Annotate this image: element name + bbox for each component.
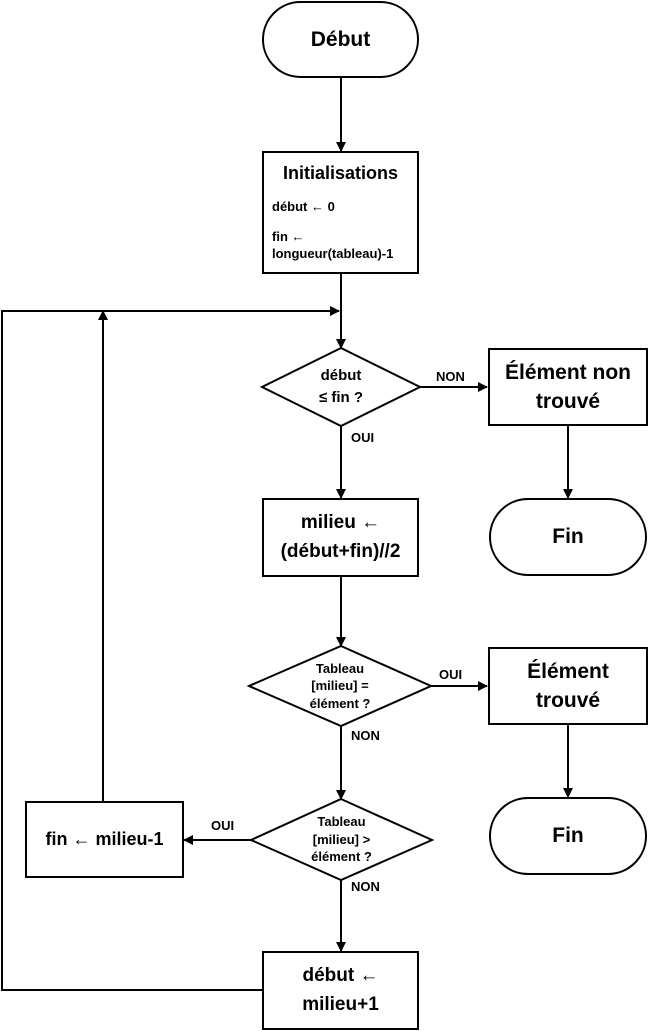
cond2-line3: élément ? [309, 695, 371, 711]
init-line-start: début ← 0 [272, 199, 335, 214]
edge-label-cond1-yes: OUI [351, 430, 375, 445]
cond1-line1: début [320, 367, 362, 385]
decision-cond3: Tableau [milieu] > élément ? [251, 799, 432, 880]
edge-label-cond3-yes: OUI [211, 818, 235, 833]
decision-cond1: début ≤ fin ? [262, 348, 420, 426]
middle-line1: milieu ← [300, 512, 381, 533]
edge-label-cond3-no: NON [351, 879, 380, 894]
edge-setstart-loop-back [1, 306, 340, 991]
init-line-end: fin ← [272, 228, 305, 244]
cond1-line2: ≤ fin ? [318, 389, 364, 406]
middle-line2: (début+fin)//2 [280, 540, 401, 562]
not-found-process: Élément non trouvé [488, 348, 648, 426]
init-line-length: longueur(tableau)-1 [272, 246, 394, 262]
decision-cond2-shape [246, 644, 434, 728]
edge-label-cond2-yes: OUI [439, 667, 463, 682]
cond2-line1: Tableau [315, 660, 365, 676]
start-terminal: Début [262, 1, 419, 78]
cond3-line2: [milieu] > [312, 831, 371, 847]
start-label: Début [310, 27, 371, 51]
found-process: Élément trouvé [488, 647, 648, 725]
set-end-label: fin ← milieu-1 [45, 829, 164, 849]
set-start-line2: milieu+1 [302, 993, 379, 1015]
end2-label: Fin [552, 824, 584, 847]
not-found-line2: trouvé [535, 390, 601, 413]
set-start-line1: début ← [302, 965, 379, 986]
edge-label-cond1-no: NON [436, 369, 465, 384]
decision-cond2: Tableau [milieu] = élément ? [249, 646, 431, 726]
set-end-process: fin ← milieu-1 [25, 801, 184, 878]
middle-process: milieu ← (début+fin)//2 [262, 498, 419, 577]
found-line2: trouvé [535, 689, 601, 712]
edge-label-cond2-no: NON [351, 728, 380, 743]
init-process: Initialisations début ← 0 fin ← longueur… [262, 151, 419, 274]
set-start-process: début ← milieu+1 [262, 951, 419, 1030]
end-terminal-1: Fin [489, 498, 647, 576]
cond2-line2: [milieu] = [311, 678, 369, 694]
cond3-line3: élément ? [311, 849, 372, 865]
end1-label: Fin [552, 525, 584, 548]
decision-cond3-shape [248, 797, 435, 882]
end-terminal-2: Fin [489, 797, 647, 875]
not-found-line1: Élément non [504, 360, 631, 384]
cond3-line1: Tableau [317, 814, 366, 830]
init-title: Initialisations [282, 163, 399, 183]
found-line1: Élément [527, 659, 609, 683]
decision-cond1-shape [259, 346, 423, 428]
